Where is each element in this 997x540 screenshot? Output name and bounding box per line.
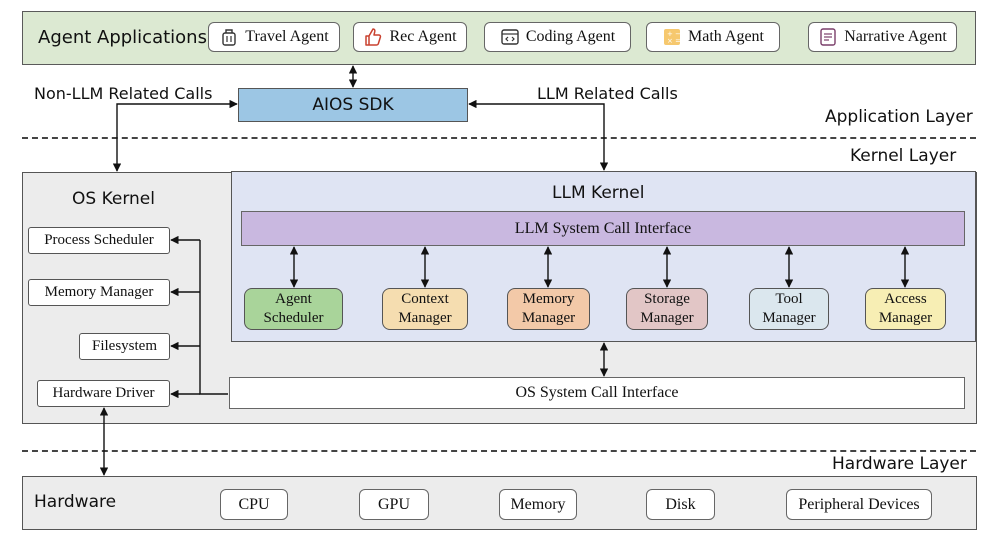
filesystem-box[interactable]: Filesystem bbox=[79, 333, 170, 360]
os-kernel-title: OS Kernel bbox=[72, 189, 155, 209]
manager-line2: Manager bbox=[762, 310, 816, 326]
os-system-call-interface[interactable]: OS System Call Interface bbox=[229, 377, 965, 409]
hardware-driver-box[interactable]: Hardware Driver bbox=[37, 380, 170, 407]
agent-label: Narrative Agent bbox=[844, 28, 947, 45]
manager-line2: Manager bbox=[398, 310, 452, 326]
llm-system-call-interface[interactable]: LLM System Call Interface bbox=[241, 211, 965, 246]
llm-calls-label: LLM Related Calls bbox=[537, 84, 678, 103]
agent-label: Travel Agent bbox=[245, 28, 329, 45]
agent-label: Rec Agent bbox=[389, 28, 457, 45]
llm-kernel-panel bbox=[231, 171, 976, 342]
narrative-agent-chip[interactable]: Narrative Agent bbox=[808, 22, 957, 52]
hardware-layer-label: Hardware Layer bbox=[832, 454, 967, 474]
calculator-icon: + −× = bbox=[664, 29, 681, 45]
agent-applications-title: Agent Applications bbox=[38, 27, 207, 48]
manager-line1: Storage bbox=[644, 291, 690, 307]
gpu-box[interactable]: GPU bbox=[359, 489, 429, 520]
memory-hw-box[interactable]: Memory bbox=[499, 489, 577, 520]
agent-label: Coding Agent bbox=[525, 28, 616, 45]
luggage-icon bbox=[222, 29, 236, 46]
kernel-layer-label: Kernel Layer bbox=[850, 146, 957, 166]
manager-line1: Tool bbox=[775, 291, 803, 307]
aios-sdk-box[interactable]: AIOS SDK bbox=[238, 88, 468, 122]
manager-line1: Agent bbox=[275, 291, 312, 307]
peripheral-devices-box[interactable]: Peripheral Devices bbox=[786, 489, 932, 520]
code-window-icon bbox=[501, 29, 519, 45]
manager-line1: Access bbox=[884, 291, 927, 307]
document-icon bbox=[820, 28, 836, 46]
manager-line1: Context bbox=[401, 291, 449, 307]
thumbs-up-icon bbox=[365, 28, 382, 46]
layer-divider-bottom bbox=[22, 450, 976, 452]
svg-text:× =: × = bbox=[667, 37, 681, 45]
layer-divider-top bbox=[22, 137, 976, 139]
process-scheduler-box[interactable]: Process Scheduler bbox=[28, 227, 170, 254]
math-agent-chip[interactable]: + −× = Math Agent bbox=[646, 22, 780, 52]
application-layer-label: Application Layer bbox=[825, 107, 973, 127]
manager-line1: Memory bbox=[522, 291, 575, 307]
manager-line2: Manager bbox=[521, 310, 576, 326]
svg-text:+ −: + − bbox=[667, 30, 681, 38]
manager-line2: Scheduler bbox=[263, 310, 324, 326]
coding-agent-chip[interactable]: Coding Agent bbox=[484, 22, 631, 52]
llm-kernel-title: LLM Kernel bbox=[552, 183, 645, 203]
travel-agent-chip[interactable]: Travel Agent bbox=[208, 22, 340, 52]
memory-manager-box[interactable]: Memory Manager bbox=[28, 279, 170, 306]
rec-agent-chip[interactable]: Rec Agent bbox=[353, 22, 467, 52]
agent-label: Math Agent bbox=[688, 28, 764, 45]
manager-line2: Manager bbox=[878, 310, 933, 326]
hardware-title: Hardware bbox=[34, 492, 117, 512]
cpu-box[interactable]: CPU bbox=[220, 489, 288, 520]
manager-line2: Manager bbox=[640, 310, 694, 326]
disk-box[interactable]: Disk bbox=[646, 489, 715, 520]
non-llm-calls-label: Non-LLM Related Calls bbox=[34, 84, 213, 103]
